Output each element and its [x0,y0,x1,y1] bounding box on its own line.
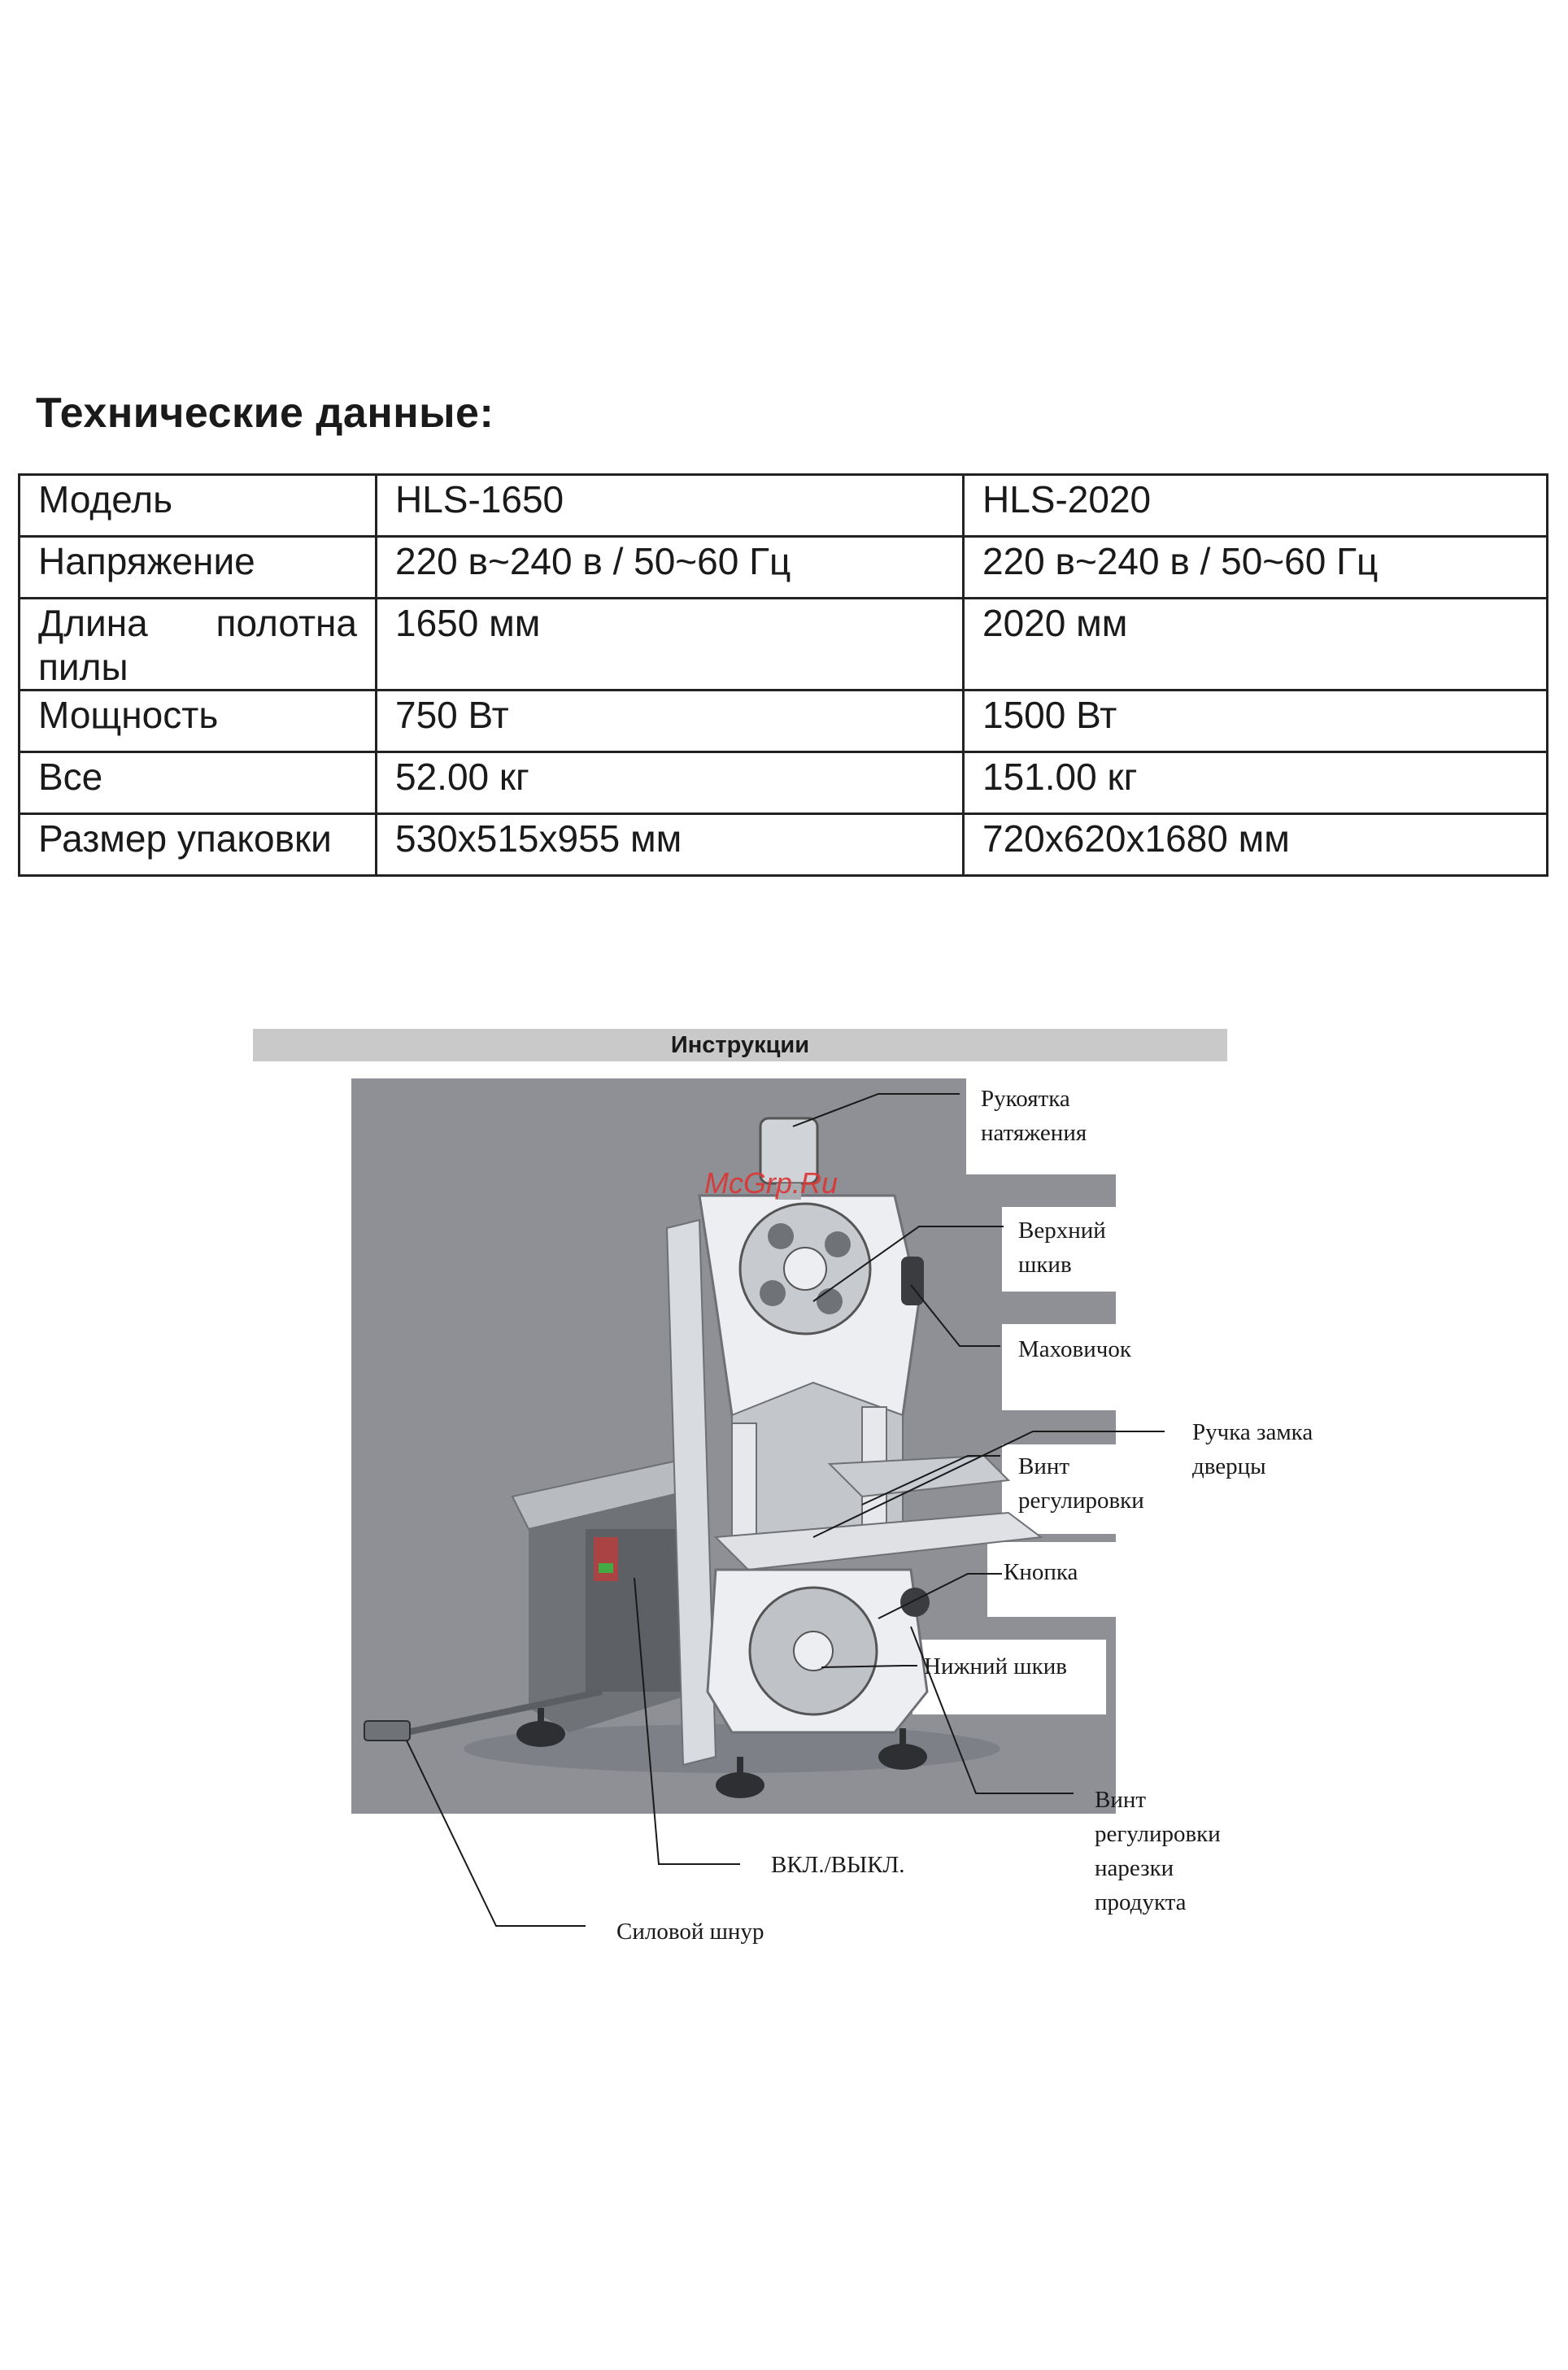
row-label: Все [18,751,377,815]
cell-hls1650: 52.00 кг [375,751,965,815]
row-label: Напряжение [18,535,377,599]
cell-hls1650: 1650 мм [375,597,965,691]
label-box [1002,1444,1116,1534]
callout-lower-pulley: Нижний шкив [924,1653,1067,1679]
callout-adjust-screw: Винт регулировки [1018,1449,1144,1518]
row-label-word: Длина [38,602,148,644]
callout-line: Верхний [1018,1218,1106,1244]
row-label: Мощность [18,689,377,753]
callout-door-lock: Ручка замка дверцы [1192,1415,1313,1483]
cell-hls1650: 530x515x955 мм [375,813,965,877]
label-box [912,1640,1106,1714]
switch-green-icon [599,1563,613,1573]
callout-line: шкив [1018,1252,1072,1278]
row-label: Длина полотна пилы [18,597,377,691]
watermark: McGrp.Ru [704,1166,838,1200]
callout-power-cord: Силовой шнур [616,1919,764,1945]
cell-hls1650: 220 в~240 в / 50~60 Гц [375,535,965,599]
callout-tension-handle: Рукоятка натяжения [981,1082,1087,1150]
callout-line: нарезки [1095,1855,1174,1881]
cell-hls2020: 720x620x1680 мм [962,813,1548,877]
label-box [966,1078,1116,1174]
cell-hls1650: 750 Вт [375,689,965,753]
page-title: Технические данные: [36,390,494,437]
callout-line: регулировки [1095,1821,1221,1847]
spec-table: Модель HLS-1650 HLS-2020 Напряжение 220 … [18,473,1548,877]
callout-handwheel: Маховичок [1018,1336,1131,1362]
callout-line: дверцы [1192,1453,1266,1479]
work-table [713,1511,1043,1571]
power-switch-icon [594,1537,618,1581]
row-label-word: полотна [216,602,357,644]
fence-guide [827,1454,1011,1498]
instructions-header: Инструкции [253,1029,1227,1061]
cell-hls2020: 2020 мм [962,597,1548,691]
cell-hls1650: HLS-1650 [375,473,965,538]
row-label: Размер упаковки [18,813,377,877]
row-label: Модель [18,473,377,538]
row-label-word: пилы [38,646,128,688]
label-box [1002,1207,1116,1292]
table-row: Мощность 750 Вт 1500 Вт [18,689,1548,753]
cell-hls2020: 220 в~240 в / 50~60 Гц [962,535,1548,599]
cell-hls2020: 151.00 кг [962,751,1548,815]
callout-line: Винт [1018,1453,1070,1479]
callout-slice-screw: Винт регулировки нарезки продукта [1095,1783,1221,1919]
foot-icon [878,1744,927,1770]
foot-icon [516,1721,565,1747]
label-box [1002,1324,1116,1410]
table-row: Напряжение 220 в~240 в / 50~60 Гц 220 в~… [18,535,1548,599]
frame-column [665,1218,717,1767]
cell-hls2020: 1500 Вт [962,689,1548,753]
button-icon [900,1588,930,1617]
floor-shadow [464,1724,1000,1773]
callout-line: Ручка замка [1192,1419,1313,1445]
callout-onoff: ВКЛ./ВЫКЛ. [771,1852,905,1878]
table-row: Все 52.00 кг 151.00 кг [18,751,1548,815]
callout-line: Винт [1095,1787,1147,1813]
callout-line: регулировки [1018,1488,1144,1514]
power-cord-icon [406,1688,603,1736]
table-row: Модель HLS-1650 HLS-2020 [18,473,1548,538]
callout-button: Кнопка [1004,1559,1078,1585]
callout-upper-pulley: Верхний шкив [1018,1213,1106,1282]
foot-icon [716,1772,764,1798]
label-box [987,1542,1116,1617]
table-row: Размер упаковки 530x515x955 мм 720x620x1… [18,813,1548,877]
table-row: Длина полотна пилы 1650 мм 2020 мм [18,597,1548,691]
callout-line: Рукоятка [981,1086,1070,1112]
plug-icon [364,1720,411,1741]
leader-lines [406,1093,1165,1927]
cell-hls2020: HLS-2020 [962,473,1548,538]
callout-line: натяжения [981,1120,1087,1146]
callout-line: продукта [1095,1889,1187,1915]
